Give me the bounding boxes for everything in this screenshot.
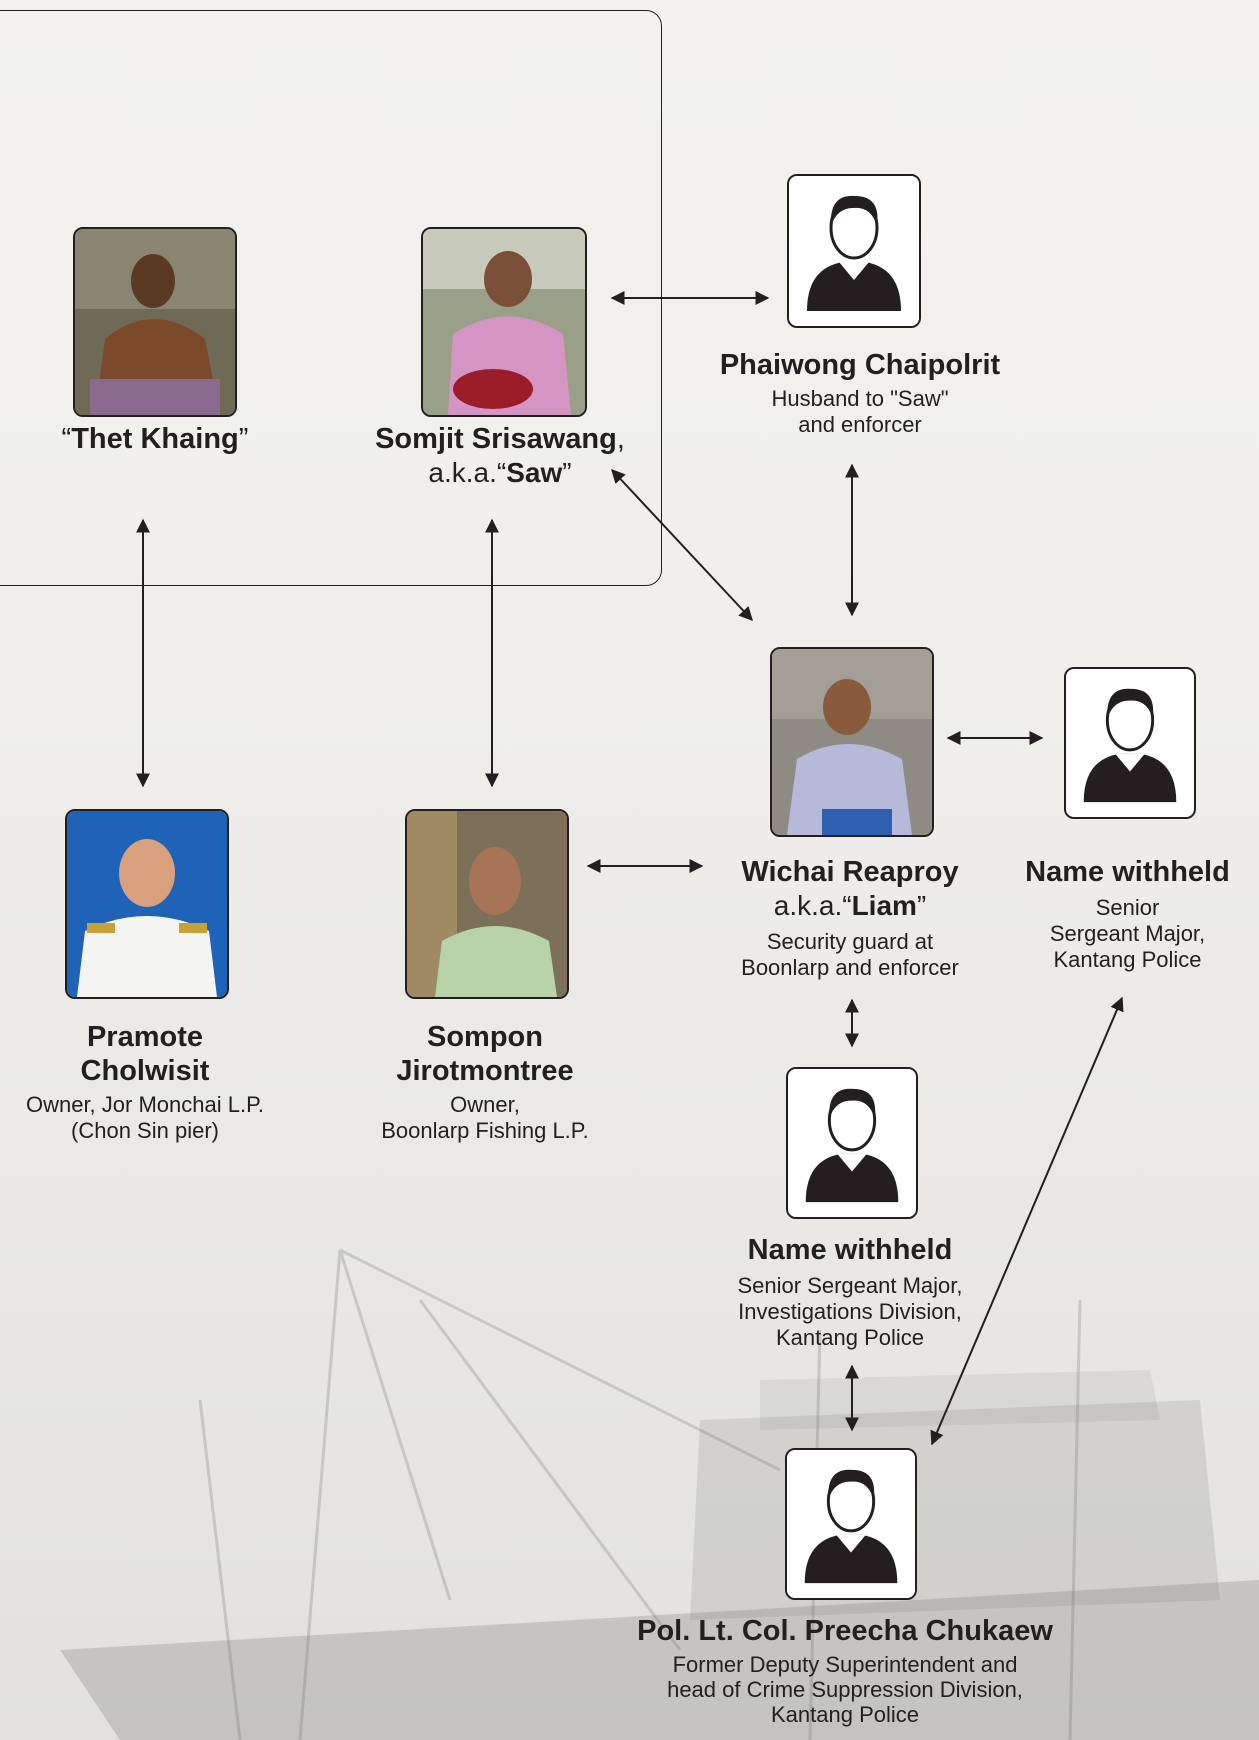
wichai-name: Wichai Reaproy xyxy=(741,856,959,888)
person-silhouette-icon xyxy=(789,176,919,326)
sompon-photo xyxy=(405,809,569,999)
pramote-name-line2: Cholwisit xyxy=(80,1055,210,1087)
pramote-photo xyxy=(65,809,229,999)
wichai-photo xyxy=(770,647,934,837)
withheld-mid-photo xyxy=(786,1067,918,1219)
preecha-role-line2: head of Crime Suppression Division, xyxy=(667,1677,1023,1702)
withheld-mid-role-line2: Investigations Division, xyxy=(738,1299,962,1324)
person-silhouette-icon xyxy=(1066,669,1194,817)
withheld-right-role-line3: Kantang Police xyxy=(1053,947,1202,972)
withheld-right-photo xyxy=(1064,667,1196,819)
wichai-alias: a.k.a.“Liam” xyxy=(773,890,927,921)
somjit-alias: a.k.a.“Saw” xyxy=(428,457,572,488)
somjit-name: Somjit Srisawang, xyxy=(375,423,625,455)
preecha-role-line1: Former Deputy Superintendent and xyxy=(672,1652,1018,1677)
thet-khaing-photo xyxy=(73,227,237,417)
preecha-name: Pol. Lt. Col. Preecha Chukaew xyxy=(637,1615,1053,1647)
pramote-name-line1: Pramote xyxy=(86,1021,204,1053)
preecha-role-line3: Kantang Police xyxy=(771,1702,919,1727)
portrait-photo-icon xyxy=(67,811,227,997)
pramote-role-line2: (Chon Sin pier) xyxy=(71,1118,219,1143)
pramote-role-line1: Owner, Jor Monchai L.P. xyxy=(25,1092,265,1117)
link-withheld-right-preecha xyxy=(930,996,1124,1446)
sompon-role-line2: Boonlarp Fishing L.P. xyxy=(381,1118,589,1143)
portrait-photo-icon xyxy=(423,229,585,415)
portrait-photo-icon xyxy=(772,649,932,835)
person-silhouette-icon xyxy=(787,1450,915,1598)
withheld-right-role-line1: Senior xyxy=(1095,895,1160,920)
portrait-photo-icon xyxy=(75,229,235,415)
withheld-mid-name: Name withheld xyxy=(747,1234,953,1266)
link-saw-wichai xyxy=(611,468,753,622)
wichai-role-line2: Boonlarp and enforcer xyxy=(741,955,959,980)
phaiwong-photo xyxy=(787,174,921,328)
thet-khaing-name: “Thet Khaing” xyxy=(61,423,249,455)
withheld-mid-role-line1: Senior Sergeant Major, xyxy=(737,1273,963,1298)
preecha-photo xyxy=(785,1448,917,1600)
withheld-right-name: Name withheld xyxy=(1025,856,1230,888)
wichai-role-line1: Security guard at xyxy=(766,929,934,954)
somjit-photo xyxy=(421,227,587,417)
phaiwong-name: Phaiwong Chaipolrit xyxy=(719,349,1001,381)
sompon-name-line1: Sompon xyxy=(427,1021,543,1053)
phaiwong-role-line1: Husband to "Saw" xyxy=(771,386,949,411)
sompon-name-line2: Jirotmontree xyxy=(396,1055,574,1087)
sompon-role-line1: Owner, xyxy=(450,1092,520,1117)
phaiwong-role-line2: and enforcer xyxy=(798,412,922,437)
withheld-right-role-line2: Sergeant Major, xyxy=(1049,921,1206,946)
portrait-photo-icon xyxy=(407,811,567,997)
person-silhouette-icon xyxy=(788,1069,916,1217)
withheld-mid-role-line3: Kantang Police xyxy=(776,1325,924,1350)
